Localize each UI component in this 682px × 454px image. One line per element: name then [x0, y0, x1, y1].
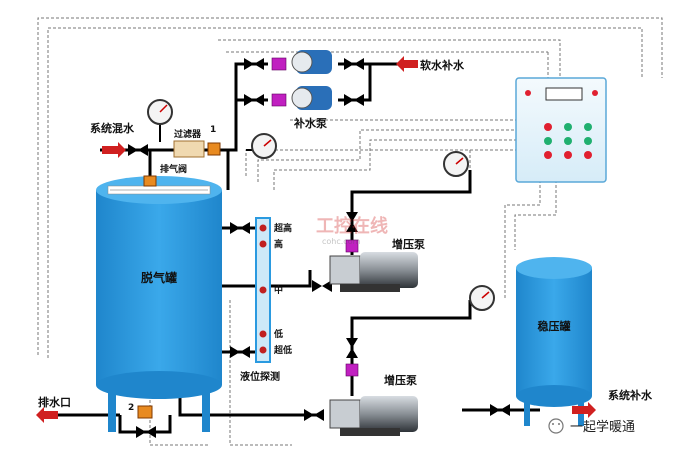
indicator-light-icon: [564, 123, 572, 131]
indicator-light-icon: [544, 137, 552, 145]
indicator-light-icon: [564, 151, 572, 159]
indicator-light-icon: [564, 137, 572, 145]
filter-number: 1: [210, 125, 216, 135]
makeup-pumps: 补水泵: [291, 50, 332, 130]
check-valve-icon: [271, 57, 287, 71]
degassing-valve-label: 排气阀: [160, 163, 187, 175]
valve-icon: [304, 409, 324, 421]
booster-pump-icon: [329, 252, 418, 292]
valve-icon: [136, 426, 156, 438]
valve-icon: [230, 346, 250, 358]
indicator-light-icon: [584, 151, 592, 159]
degassing-tank: 脱气罐: [96, 176, 222, 432]
brand-badge: 一起学暖通: [548, 418, 635, 435]
arrow-left-icon: [36, 407, 58, 423]
filter-label: 过滤器: [174, 128, 202, 140]
system-makeup-water-label: 系统补水: [608, 388, 653, 402]
arrow-right-icon: [102, 142, 126, 158]
valve-icon: [490, 404, 510, 416]
valve-icon: [128, 144, 148, 156]
arrow-left-icon: [396, 56, 418, 72]
valve-icon: [244, 94, 264, 106]
control-signal-wires: [37, 17, 663, 446]
level-probe-label: 液位探测: [240, 370, 280, 383]
indicator-light-icon: [525, 90, 531, 96]
orange-valve-icon: [137, 405, 153, 419]
valves: [128, 58, 510, 438]
watermark-text: 工控在线: [316, 215, 388, 237]
pressure-tank-label: 稳压罐: [538, 319, 571, 333]
indicator-light-icon: [544, 151, 552, 159]
pressure-tank: 稳压罐: [516, 257, 592, 426]
booster-pumps: 增压泵 增压泵: [329, 237, 425, 436]
level-super-low-label: 超低: [273, 344, 292, 356]
soft-water-makeup-label: 软水补水: [420, 58, 465, 72]
makeup-pump-icon: [291, 50, 332, 74]
cabinet-display: [545, 87, 583, 101]
pressure-gauges: [147, 99, 495, 311]
valve-icon: [244, 58, 264, 70]
level-mid-label: 中: [274, 284, 283, 296]
makeup-pump-label: 补水泵: [293, 116, 327, 130]
check-valve-icon: [345, 363, 359, 377]
level-super-high-label: 超高: [273, 222, 292, 234]
orange-valve-icon: [207, 142, 221, 156]
check-valves: [271, 57, 359, 377]
external-labels: 系统混水 软水补水 排水口 系统补水: [38, 58, 653, 409]
check-valve-icon: [345, 239, 359, 253]
booster-pump-icon: [329, 396, 418, 436]
drain-number: 2: [128, 403, 134, 413]
orange-valve-icon: [143, 175, 157, 187]
valve-icon: [346, 338, 358, 358]
makeup-pump-icon: [291, 86, 332, 110]
filter-assembly: 过滤器 1 排气阀 2: [128, 125, 221, 419]
level-probe: 超高 高 中 低 超低 液位探测: [240, 217, 292, 383]
flow-arrows: [36, 56, 596, 423]
level-high-label: 高: [274, 238, 283, 250]
indicator-light-icon: [544, 123, 552, 131]
valve-icon: [312, 280, 332, 292]
control-cabinet: [515, 77, 607, 183]
wechat-icon: [548, 418, 564, 434]
filter-icon: [173, 140, 205, 158]
gauge-icon: [246, 133, 277, 159]
gauge-icon: [469, 285, 495, 311]
watermark-sub-text: cohc.com: [322, 237, 361, 246]
system-return-water-label: 系统混水: [90, 121, 135, 135]
indicator-light-icon: [584, 123, 592, 131]
brand-label: 一起学暖通: [570, 419, 635, 435]
valve-icon: [344, 58, 364, 70]
valve-icon: [344, 94, 364, 106]
watermark: 工控在线 cohc.com: [316, 215, 388, 246]
valve-icon: [230, 222, 250, 234]
gauge-icon: [147, 99, 173, 142]
degassing-tank-label: 脱气罐: [141, 270, 177, 285]
valve-icon: [346, 212, 358, 232]
drain-outlet-label: 排水口: [38, 395, 71, 409]
level-low-label: 低: [273, 328, 283, 340]
check-valve-icon: [271, 93, 287, 107]
arrow-right-icon: [572, 402, 596, 418]
gauge-icon: [443, 151, 469, 177]
indicator-light-icon: [592, 90, 598, 96]
indicator-light-icon: [584, 137, 592, 145]
booster-pump-upper-label: 增压泵: [392, 237, 425, 251]
booster-pump-lower-label: 增压泵: [384, 373, 417, 387]
